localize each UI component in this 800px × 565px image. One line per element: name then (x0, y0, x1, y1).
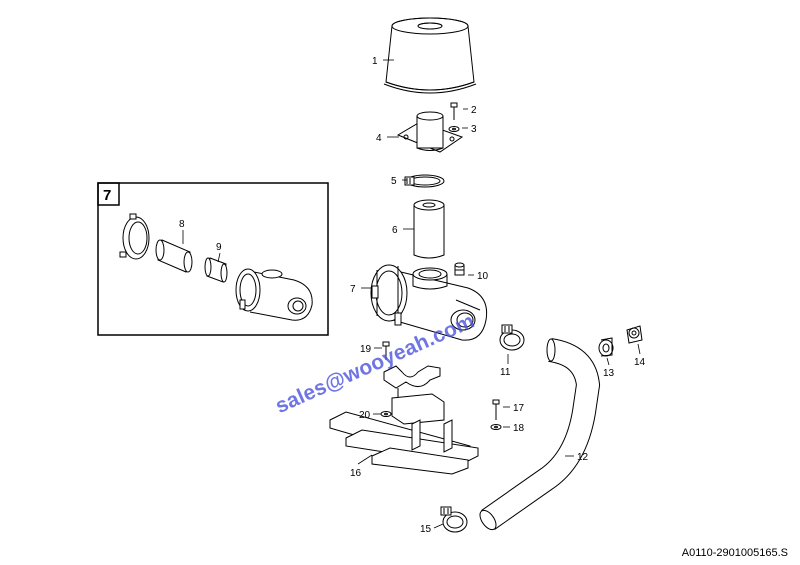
label-part-3: 3 (471, 124, 477, 135)
label-part-16: 16 (350, 468, 362, 479)
part-15-hose-clamp (440, 506, 468, 533)
part-7-air-filter-housing (370, 264, 488, 341)
label-part-7: 7 (350, 284, 356, 295)
detail-housing (235, 268, 313, 321)
label-part-13: 13 (603, 368, 615, 379)
part-2-bolt (450, 102, 458, 120)
label-part-14: 14 (634, 357, 646, 368)
label-part-10: 10 (477, 271, 489, 282)
detail-part-8-element (155, 239, 193, 273)
label-part-18: 18 (513, 423, 525, 434)
label-part-8: 8 (179, 219, 185, 230)
part-16-base-frame (329, 393, 479, 475)
part-1-cap (383, 17, 477, 94)
label-part-12: 12 (577, 452, 589, 463)
part-14-fitting (626, 325, 643, 344)
part-13-fitting (598, 337, 614, 357)
detail-box-7 (97, 182, 329, 336)
part-6-filter-element (413, 199, 445, 259)
label-part-4: 4 (376, 133, 382, 144)
part-10-plug (454, 262, 465, 276)
part-11-hose-clamp (499, 324, 525, 351)
label-part-19: 19 (360, 344, 372, 355)
detail-box-number: 7 (103, 187, 111, 204)
leader-lines (182, 59, 641, 529)
part-labels: 1 2 3 4 5 6 7 8 9 10 11 12 13 14 15 16 1… (103, 56, 646, 535)
label-part-9: 9 (216, 242, 222, 253)
part-4-bracket (396, 111, 464, 153)
part-3-washer (448, 126, 460, 132)
detail-end-cap (119, 213, 150, 260)
label-part-15: 15 (420, 524, 432, 535)
part-20-washer (380, 411, 392, 417)
label-part-6: 6 (392, 225, 398, 236)
label-part-11: 11 (500, 367, 511, 378)
part-19-bolt (382, 341, 390, 360)
label-part-20: 20 (359, 410, 371, 421)
detail-part-9-element (204, 257, 228, 283)
label-part-17: 17 (513, 403, 525, 414)
label-part-5: 5 (391, 176, 397, 187)
part-18-washer (490, 424, 502, 430)
label-part-2: 2 (471, 105, 477, 116)
label-part-1: 1 (372, 56, 378, 67)
drawing-code: A0110-2901005165.S (681, 547, 788, 559)
part-17-bolt (492, 399, 500, 420)
part-12-intake-hose (479, 338, 601, 531)
part-5-clamp (404, 174, 445, 188)
